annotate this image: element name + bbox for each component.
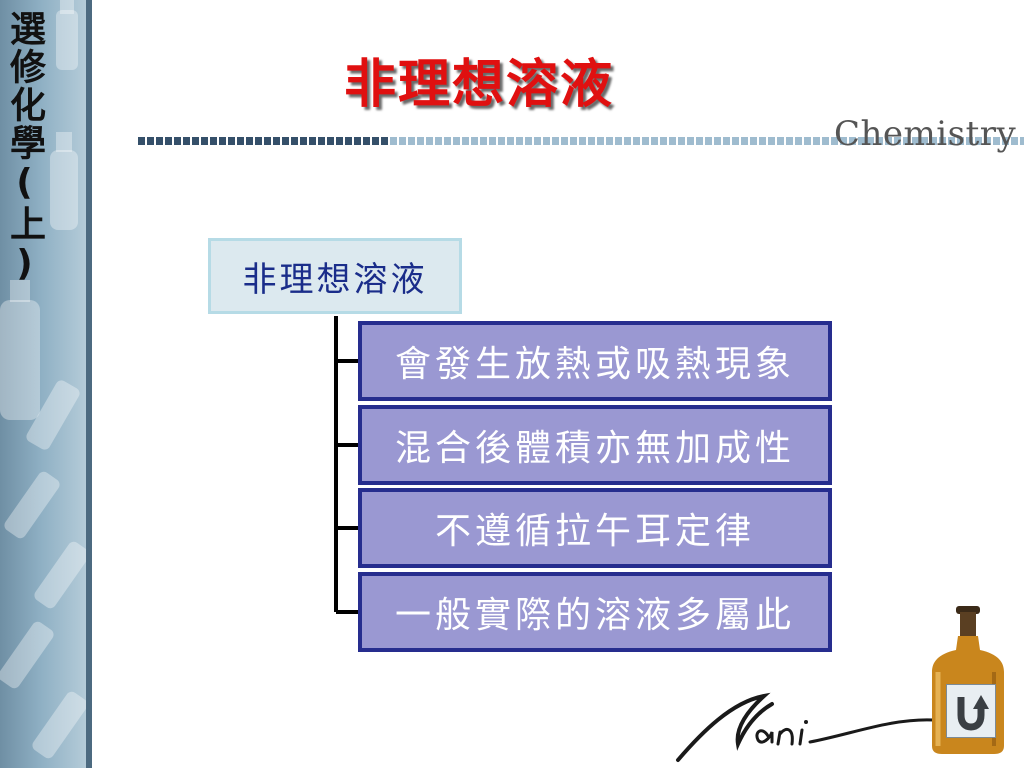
- branch-item: 不遵循拉午耳定律: [358, 488, 832, 568]
- home-button[interactable]: [946, 684, 996, 738]
- sidebar: 選修化學(上): [0, 0, 92, 768]
- brand-text: Chemistry: [834, 114, 1017, 154]
- sidebar-title: 選修化學(上): [4, 10, 45, 286]
- signature-logo: [676, 692, 936, 762]
- branch-item: 一般實際的溶液多屬此: [358, 572, 832, 652]
- branch-item: 混合後體積亦無加成性: [358, 405, 832, 485]
- u-turn-arrow-icon: [957, 695, 989, 731]
- sidebar-edge: [86, 0, 92, 768]
- dotted-divider: [138, 136, 1024, 146]
- root-node: 非理想溶液: [208, 238, 462, 314]
- page-title: 非理想溶液: [344, 54, 615, 115]
- bottle-pattern-decoration: [0, 0, 90, 759]
- branch-item: 會發生放熱或吸熱現象: [358, 321, 832, 401]
- tree-connector: [334, 316, 360, 614]
